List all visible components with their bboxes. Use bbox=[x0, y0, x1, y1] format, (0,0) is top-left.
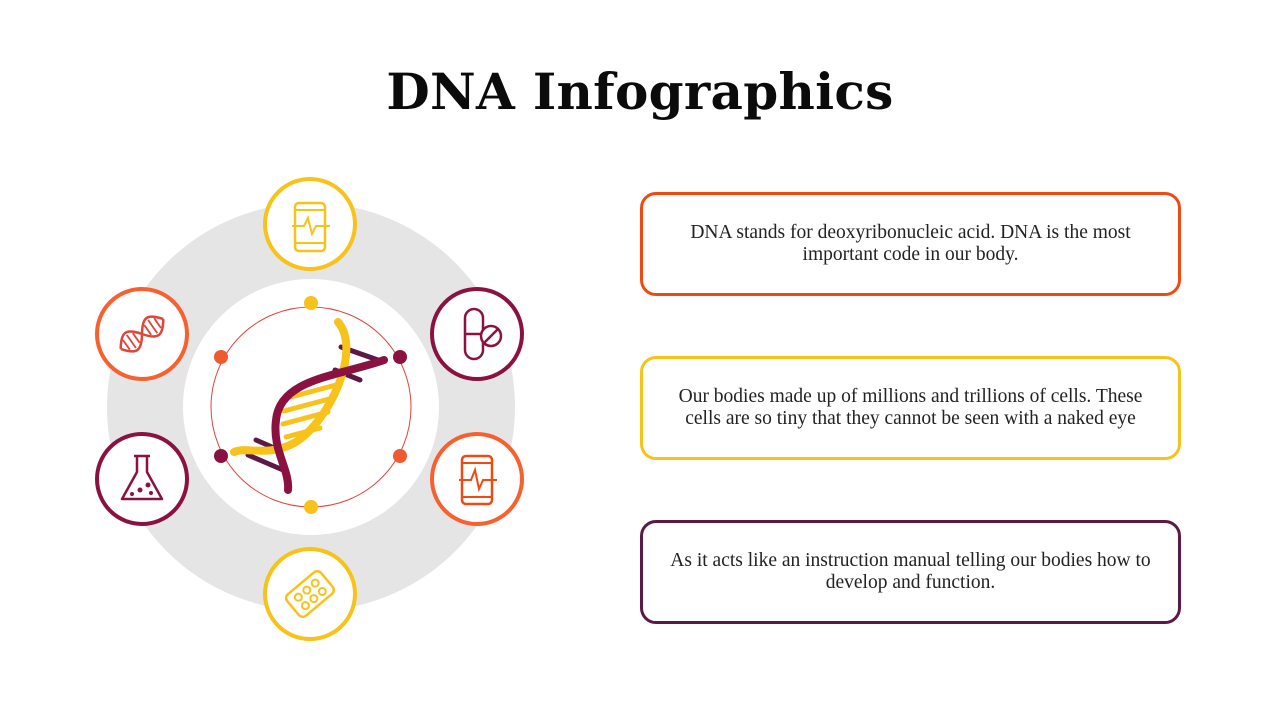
card-text: As it acts like an instruction manual te… bbox=[670, 550, 1151, 593]
pill-blister-icon bbox=[263, 547, 357, 641]
pill-capsule-icon bbox=[430, 287, 524, 381]
inner-ring bbox=[210, 306, 412, 508]
info-card-instruction-manual: As it acts like an instruction manual te… bbox=[640, 520, 1181, 624]
dna-diagram bbox=[95, 177, 524, 641]
lab-flask-icon bbox=[95, 432, 189, 526]
info-card-cells: Our bodies made up of millions and trill… bbox=[640, 356, 1181, 460]
dna-strand-icon bbox=[95, 287, 189, 381]
outer-ring bbox=[107, 203, 515, 611]
mobile-heartbeat-icon bbox=[263, 177, 357, 271]
mobile-ecg-icon bbox=[430, 432, 524, 526]
card-text: DNA stands for deoxyribonucleic acid. DN… bbox=[690, 222, 1131, 265]
page-title: DNA Infographics bbox=[386, 62, 894, 121]
card-text: Our bodies made up of millions and trill… bbox=[678, 386, 1143, 429]
dna-helix-icon bbox=[230, 318, 388, 494]
info-card-dna-definition: DNA stands for deoxyribonucleic acid. DN… bbox=[640, 192, 1181, 296]
ring-dots bbox=[214, 296, 407, 514]
